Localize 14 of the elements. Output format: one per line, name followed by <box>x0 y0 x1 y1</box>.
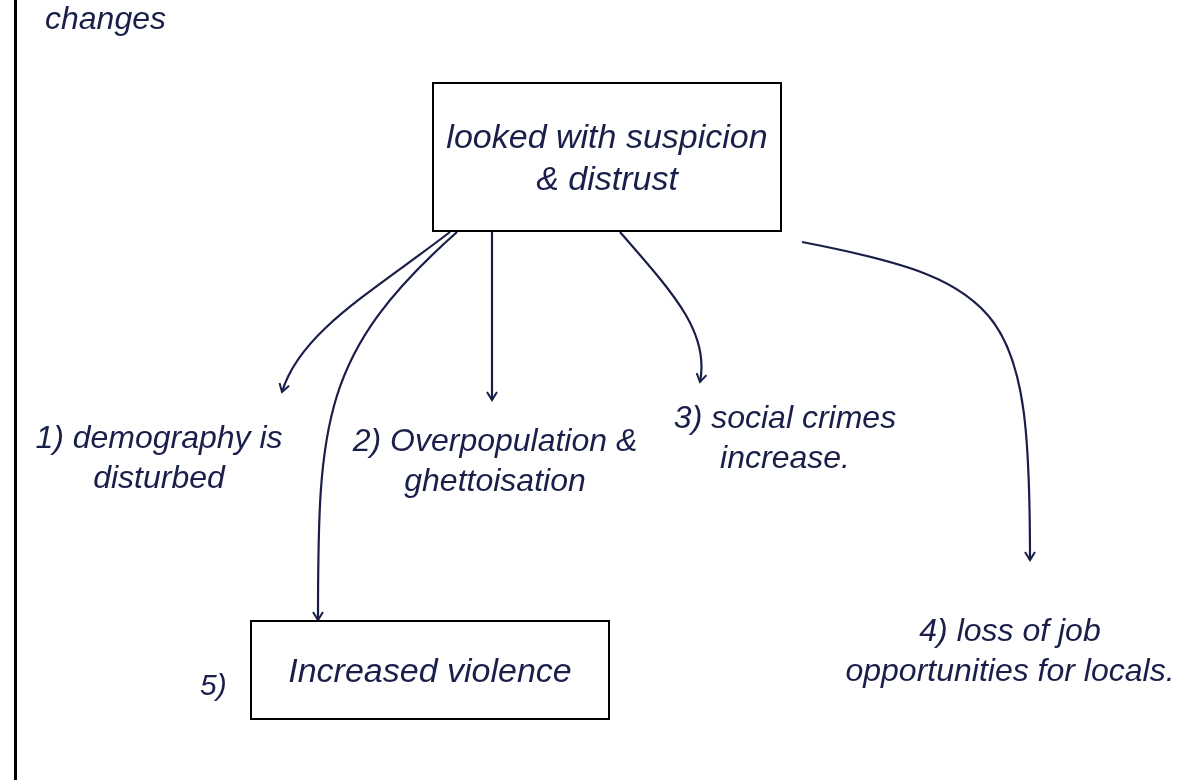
node-text: looked with suspicion & distrust <box>446 115 768 199</box>
arrow <box>279 231 451 393</box>
node-text: Increased violence <box>288 649 572 691</box>
arrow <box>801 240 1036 561</box>
note-text: changes <box>45 0 166 38</box>
text-box <box>432 82 782 232</box>
node-text: 2) Overpopulation & ghettoisation <box>351 421 639 500</box>
arrow <box>312 231 458 621</box>
number-label: 5) <box>200 667 227 703</box>
node-text: 3) social crimes increase. <box>672 398 898 477</box>
node-text: 4) loss of job opportunities for locals. <box>844 611 1176 690</box>
node-text: 1) demography is disturbed <box>34 418 284 497</box>
arrow <box>486 232 498 401</box>
arrow <box>619 231 707 383</box>
